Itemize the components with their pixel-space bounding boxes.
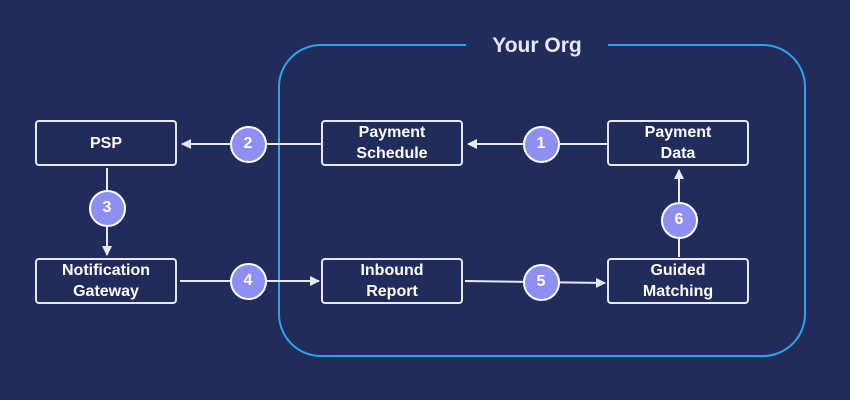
step-badge-1: 1 <box>522 125 560 163</box>
step-badge-2: 2 <box>229 125 267 163</box>
payment-schedule-node[interactable]: Payment Schedule <box>321 120 463 166</box>
payment-data-node[interactable]: Payment Data <box>607 120 749 166</box>
step-badge-6: 6 <box>660 201 698 239</box>
notification-gateway-node[interactable]: Notification Gateway <box>35 258 177 304</box>
step-badge-4: 4 <box>229 262 267 300</box>
inbound-report-node[interactable]: Inbound Report <box>321 258 463 304</box>
org-title: Your Org <box>466 30 608 62</box>
step-badge-3: 3 <box>88 189 126 227</box>
step-badge-5: 5 <box>522 263 560 301</box>
org-boundary <box>278 44 806 357</box>
psp-node[interactable]: PSP <box>35 120 177 166</box>
guided-matching-node[interactable]: Guided Matching <box>607 258 749 304</box>
